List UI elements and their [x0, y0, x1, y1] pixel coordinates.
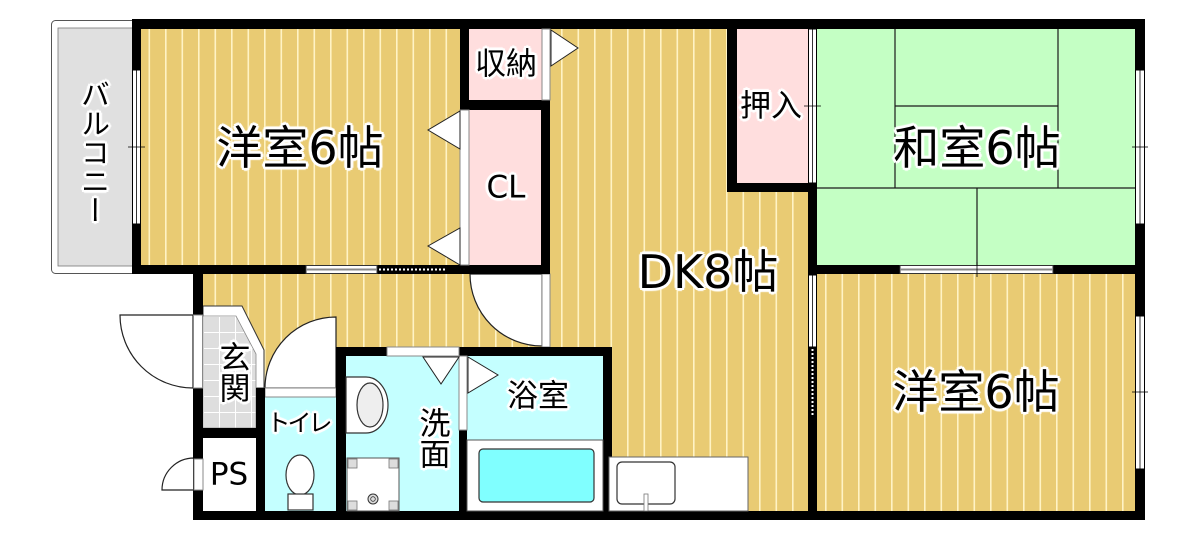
pipe-space-door-swing [161, 457, 195, 491]
toilet-bowl-icon [285, 454, 315, 496]
entrance-label: 玄関 [213, 341, 250, 403]
wall-top [132, 19, 1145, 29]
washbasin-bowl-icon [356, 382, 384, 428]
fixtures [285, 376, 749, 512]
wall-closet-right [541, 100, 550, 274]
wall-washroom-bathroom [459, 347, 467, 520]
tatami-lines [817, 29, 1135, 265]
hall-door-leaf [541, 273, 551, 348]
wall-toilet-washroom [336, 347, 346, 520]
wall-oshiire-left [727, 29, 737, 192]
washer-pan-corner [347, 500, 358, 511]
washer-pan-corner [347, 458, 358, 469]
drain-icon [367, 493, 379, 505]
balcony-label: バルコニー [76, 79, 111, 225]
entrance-door-swing [119, 314, 194, 389]
dining-kitchen-label: DK8帖 [637, 245, 779, 299]
western-room-lower-floor [817, 274, 1135, 511]
hall-door-swing [469, 273, 543, 347]
wall-entrance-bottom [193, 428, 265, 438]
toilet-label: トイレ [266, 409, 333, 437]
wall-bottom [193, 511, 1145, 520]
storage-door [541, 28, 551, 101]
wall-storage-bottom [460, 100, 550, 110]
western-room-upper-label: 洋室6帖 [216, 121, 384, 175]
kitchen-counter [608, 456, 749, 512]
toilet-door-threshold [264, 387, 337, 398]
closet-floor [469, 110, 541, 265]
bathroom-label: 浴室 [507, 378, 569, 415]
wall-storage-left [460, 29, 469, 110]
closet-door-arrow-icon [427, 110, 461, 150]
bathtub [466, 439, 604, 512]
wall-washroom-top [336, 347, 612, 356]
washbasin [345, 376, 389, 434]
closet-door [459, 109, 470, 266]
storage-door-arrow-icon [550, 29, 579, 67]
wall-oshiire-bottom [727, 183, 817, 192]
entrance-door-opening [193, 314, 203, 389]
door-swings [119, 273, 551, 491]
storage-label: 収納 [475, 46, 537, 83]
windows-openings [128, 28, 1148, 491]
storage-floor [469, 29, 542, 100]
balcony [51, 20, 142, 274]
wall-entrance-toilet [256, 388, 265, 520]
pipe-space-door-opening [193, 458, 204, 491]
balcony-floor [57, 27, 135, 267]
washroom-label: 洗面 [413, 407, 450, 469]
toilet-tank [287, 493, 314, 511]
closet-door-arrow-icon [427, 227, 461, 266]
oshiire-floor [737, 29, 808, 183]
japanese-room-floor [817, 29, 1135, 265]
bathroom-door-arrow-icon [467, 356, 499, 394]
bathroom-door [458, 355, 468, 431]
pipe-space-label: PS [209, 456, 249, 493]
oshiire-label: 押入 [740, 88, 802, 125]
door-indicators [422, 29, 579, 394]
faucet-icon [643, 493, 649, 512]
pipe-space-floor [203, 438, 255, 511]
washroom-door [386, 346, 460, 357]
closet-label: CL [486, 169, 526, 206]
western-room-lower-label: 洋室6帖 [892, 365, 1060, 419]
wall-bathroom-right [603, 347, 612, 520]
washing-machine-pan [346, 457, 400, 512]
bathtub-icon [478, 448, 595, 503]
western-room-upper-floor [141, 29, 460, 265]
toilet-fixture [285, 454, 315, 511]
washer-pan-corner [388, 500, 399, 511]
wall-right [1135, 19, 1145, 520]
japanese-room-label: 和室6帖 [893, 121, 1061, 175]
wall-left-lower [193, 265, 203, 520]
drain-inner [370, 496, 376, 502]
toilet-door-swing [264, 316, 337, 389]
washroom-door-arrow-icon [422, 356, 460, 385]
washer-pan-corner [388, 458, 399, 469]
